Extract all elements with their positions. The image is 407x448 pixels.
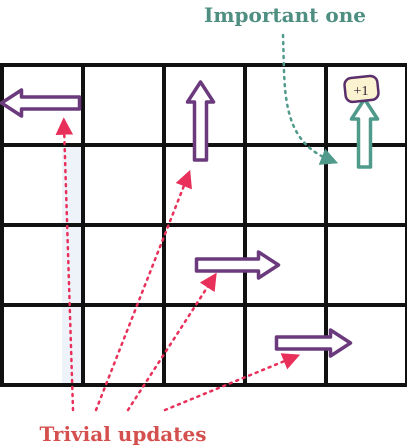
reward-label: +1 bbox=[354, 84, 369, 99]
trivial-pointer-arrow-icon bbox=[55, 117, 75, 412]
trivial-pointer-arrow-icon bbox=[94, 169, 192, 412]
arrows-layer bbox=[0, 80, 380, 358]
important-label: Important one bbox=[204, 3, 366, 27]
reward-badge-icon bbox=[343, 74, 380, 104]
arrow-right-icon bbox=[274, 328, 353, 358]
trivial-pointers bbox=[55, 117, 301, 412]
grid-cell bbox=[243, 143, 328, 227]
trivial-pointer-arrow-icon bbox=[126, 272, 217, 412]
trivial-label: Trivial updates bbox=[40, 422, 207, 446]
grid-cell bbox=[81, 63, 166, 147]
grid-cell bbox=[162, 303, 247, 387]
reward-badge: +1 bbox=[343, 74, 380, 104]
trivial-pointer-arrow-icon bbox=[163, 353, 301, 412]
arrow-left-icon bbox=[0, 88, 82, 118]
arrow-right-icon bbox=[194, 250, 281, 280]
grid-cell bbox=[81, 143, 166, 227]
arrow-up-icon bbox=[349, 97, 380, 169]
arrow-up-icon bbox=[185, 80, 216, 162]
important-pointer-arrow-icon bbox=[281, 33, 339, 165]
grid-cell bbox=[324, 223, 407, 307]
